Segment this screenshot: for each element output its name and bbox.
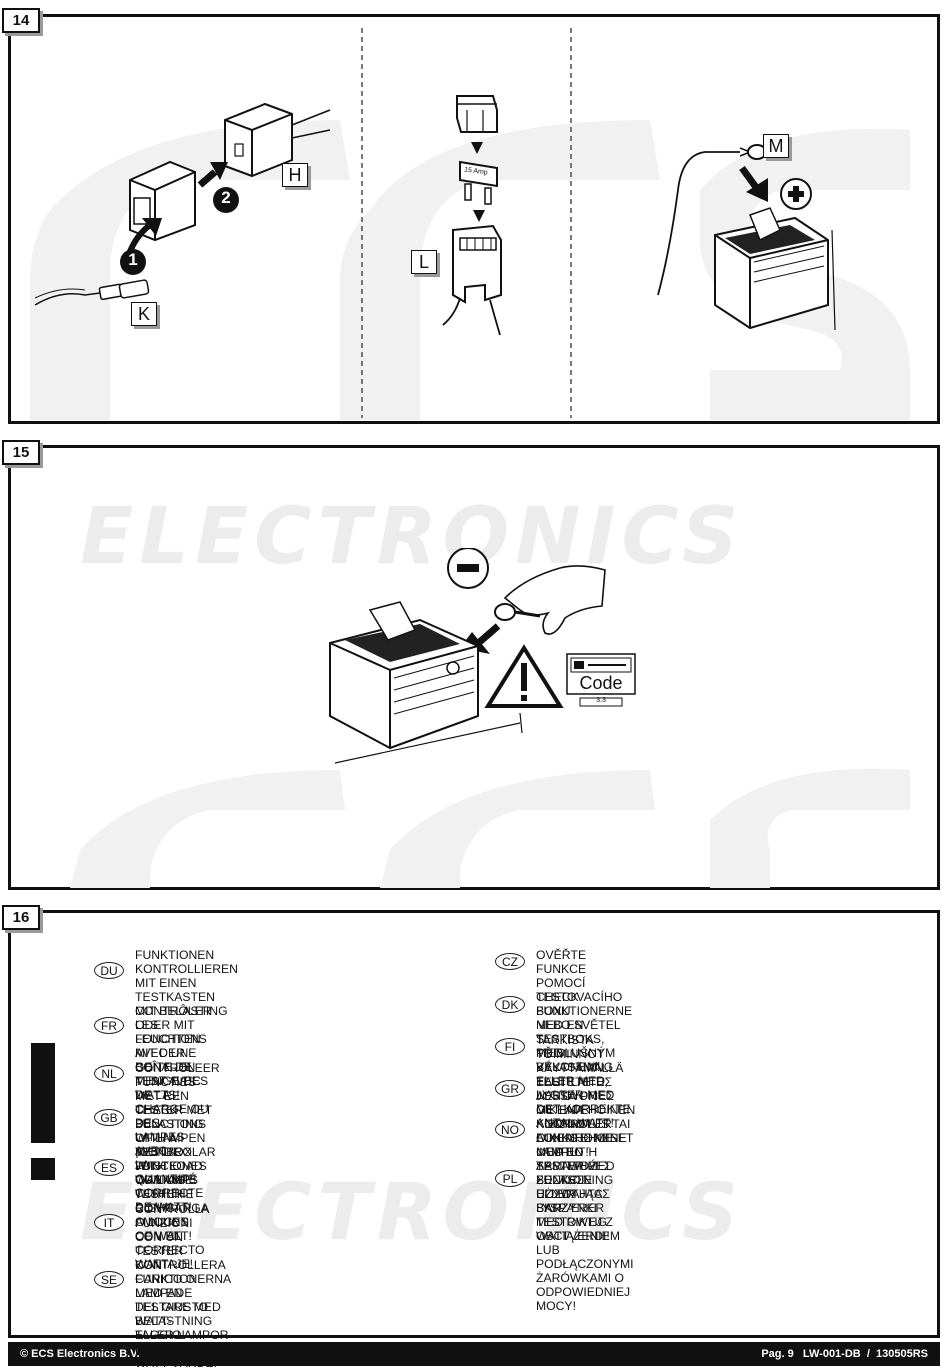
instruction-nl: CONTROLEER FUNCTIES MET EEN TESTER MET B… xyxy=(135,1061,220,1187)
lang-badge-dk: DK xyxy=(495,996,525,1013)
lang-badge-fi: FI xyxy=(495,1038,525,1055)
battery-minus-illustration xyxy=(329,548,636,764)
instruction-it: CONTROLLA FUNZIONI CON UN TESTER CON CAR… xyxy=(135,1202,209,1342)
footer-page-ref: Pag. 9 LW-001-DB / 130505RS xyxy=(761,1348,928,1360)
instruction-dk: CHECK FUNKTIONERNE MED EN TESTBOKS, MED … xyxy=(536,990,633,1130)
instruction-no: KONTROLER FUNKSJONENE MED EN TESTER MED … xyxy=(536,1117,627,1243)
step-marker-1: 1 xyxy=(128,250,138,269)
watermark-electronics-mid: ELECTRONICS xyxy=(80,492,745,582)
panel14-dividers xyxy=(361,28,572,418)
lang-badge-du: DU xyxy=(94,962,124,979)
instruction-cz: OVĚŘTE FUNKCE POMOCÍ TESTOVACÍHO BOXU NE… xyxy=(536,948,623,1074)
instruction-gb: CHECK FUNCTIONS WITH A TESTBOX WITH LOAD… xyxy=(135,1103,207,1243)
lang-badge-pl: PL xyxy=(495,1170,525,1187)
lang-badge-es: ES xyxy=(94,1159,124,1176)
footer-copyright: © ECS Electronics B.V. xyxy=(20,1348,140,1360)
lang-badge-no: NO xyxy=(495,1121,525,1138)
label-m: M xyxy=(763,134,789,158)
label-h: H xyxy=(282,163,308,187)
label-l: L xyxy=(411,250,437,274)
lang-badge-nl: NL xyxy=(94,1065,124,1082)
panel-step-16 xyxy=(8,910,940,1338)
step-number-16: 16 xyxy=(2,905,40,930)
instruction-es: ¡CONTROLAR FUNCIONES CON UN TESTER CON C… xyxy=(135,1145,216,1271)
fuse-illustration xyxy=(442,95,502,336)
instruction-fi: TARKISTA TOIMINNOT KÄYTTÄMÄLLÄ TESTILAIT… xyxy=(536,1033,636,1159)
battery-plus-illustration xyxy=(657,144,836,331)
step-marker-2: 2 xyxy=(221,188,231,207)
connector-illustration xyxy=(34,102,331,306)
instruction-du: FUNKTIONEN KONTROLLIEREN MIT EINEN TESTK… xyxy=(135,948,238,1102)
radio-code-sub: 3.3 xyxy=(596,697,606,704)
instruction-gr: ΕΛΕΓΞΤΕ ΤΙΣ ΛΕΙΤΟΥΡΓΙΕΣ ΜΕ ΈΝΑ ΚΙΒΩΤΙΟ Δ… xyxy=(536,1075,614,1215)
lang-badge-gr: GR xyxy=(495,1080,525,1097)
radio-code-label: Code xyxy=(579,673,623,693)
lang-badge-it: IT xyxy=(94,1214,124,1231)
lang-badge-cz: CZ xyxy=(495,953,525,970)
step-number-14: 14 xyxy=(2,8,40,33)
lang-badge-gb: GB xyxy=(94,1109,124,1126)
instruction-fr: CONTRÔLER LES FONCTIONS AVEC UNE BOÎTE D… xyxy=(135,1004,212,1214)
instruction-pl: SPRAWDŹ FUNKCJE UŻYWAJĄC SKRZYNKI TESTOW… xyxy=(536,1159,634,1313)
page-footer: © ECS Electronics B.V. Pag. 9 LW-001-DB … xyxy=(8,1342,940,1366)
lang-badge-se: SE xyxy=(94,1271,124,1288)
label-k: K xyxy=(131,302,157,326)
warning-exclamation xyxy=(31,1043,55,1180)
step-number-15: 15 xyxy=(2,440,40,465)
watermark-ecs-bottom xyxy=(70,768,910,888)
watermark-electronics-low: ELECTRONICS xyxy=(80,1168,745,1258)
instruction-se: KONTROLLERA FUNKTIONERNA MED EN TESTARE … xyxy=(135,1258,231,1370)
lang-badge-fr: FR xyxy=(94,1017,124,1034)
